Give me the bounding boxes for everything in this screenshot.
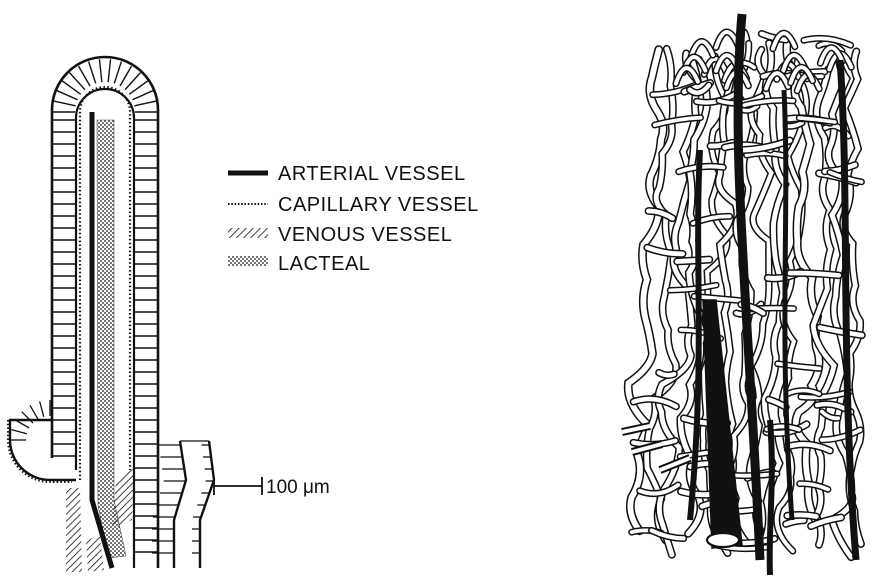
legend-item-capillary: CAPILLARY VESSEL	[228, 194, 479, 216]
villus-vascular-network	[622, 14, 868, 575]
epithelial-cell	[99, 59, 101, 82]
scale-bar-label: 100 μm	[266, 477, 330, 498]
epithelial-cell	[53, 101, 75, 106]
legend-label-venous: VENOUS VESSEL	[278, 224, 452, 246]
legend-item-arterial: ARTERIAL VESSEL	[228, 163, 466, 185]
artery-trunk-5	[770, 420, 772, 575]
legend-item-lacteal: LACTEAL	[228, 253, 370, 275]
villus-schematic	[8, 57, 158, 572]
legend-label-arterial: ARTERIAL VESSEL	[278, 163, 466, 185]
legend-item-venous: VENOUS VESSEL	[228, 224, 452, 246]
epithelial-cell	[132, 90, 153, 99]
capillary-segment	[790, 273, 839, 275]
venous-vessel-lower	[86, 536, 104, 572]
crypt-dotted-edge	[8, 420, 72, 482]
epithelial-cell	[120, 66, 132, 86]
venous-vessel-left	[66, 488, 82, 572]
epithelial-cell	[114, 62, 121, 84]
crypt-cell	[30, 405, 38, 419]
legend-label-capillary: CAPILLARY VESSEL	[278, 194, 479, 216]
epithelial-cell	[134, 101, 156, 106]
venous-swatch	[228, 228, 268, 238]
epithelial-cell	[79, 66, 91, 86]
legend-label-lacteal: LACTEAL	[278, 253, 370, 275]
capillary-segment	[659, 373, 674, 376]
venous-vessel-right	[112, 468, 134, 528]
crypt-cell	[22, 412, 33, 423]
legend: ARTERIAL VESSEL CAPILLARY VESSEL VENOUS …	[228, 163, 479, 275]
epithelial-cell	[57, 90, 78, 99]
central-vein-cut-end	[707, 533, 739, 547]
crypt-cell	[40, 401, 44, 416]
scale-bar: 100 μm	[214, 477, 330, 498]
epithelial-cell	[89, 62, 96, 84]
epithelial-cell	[108, 59, 110, 82]
crypt-cell	[11, 430, 26, 434]
lacteal-swatch	[228, 256, 268, 266]
crypt-wall-outer	[10, 420, 76, 480]
crypt-cells	[10, 400, 52, 440]
neighbouring-crypt	[152, 441, 214, 568]
capillary-segment	[677, 260, 709, 262]
